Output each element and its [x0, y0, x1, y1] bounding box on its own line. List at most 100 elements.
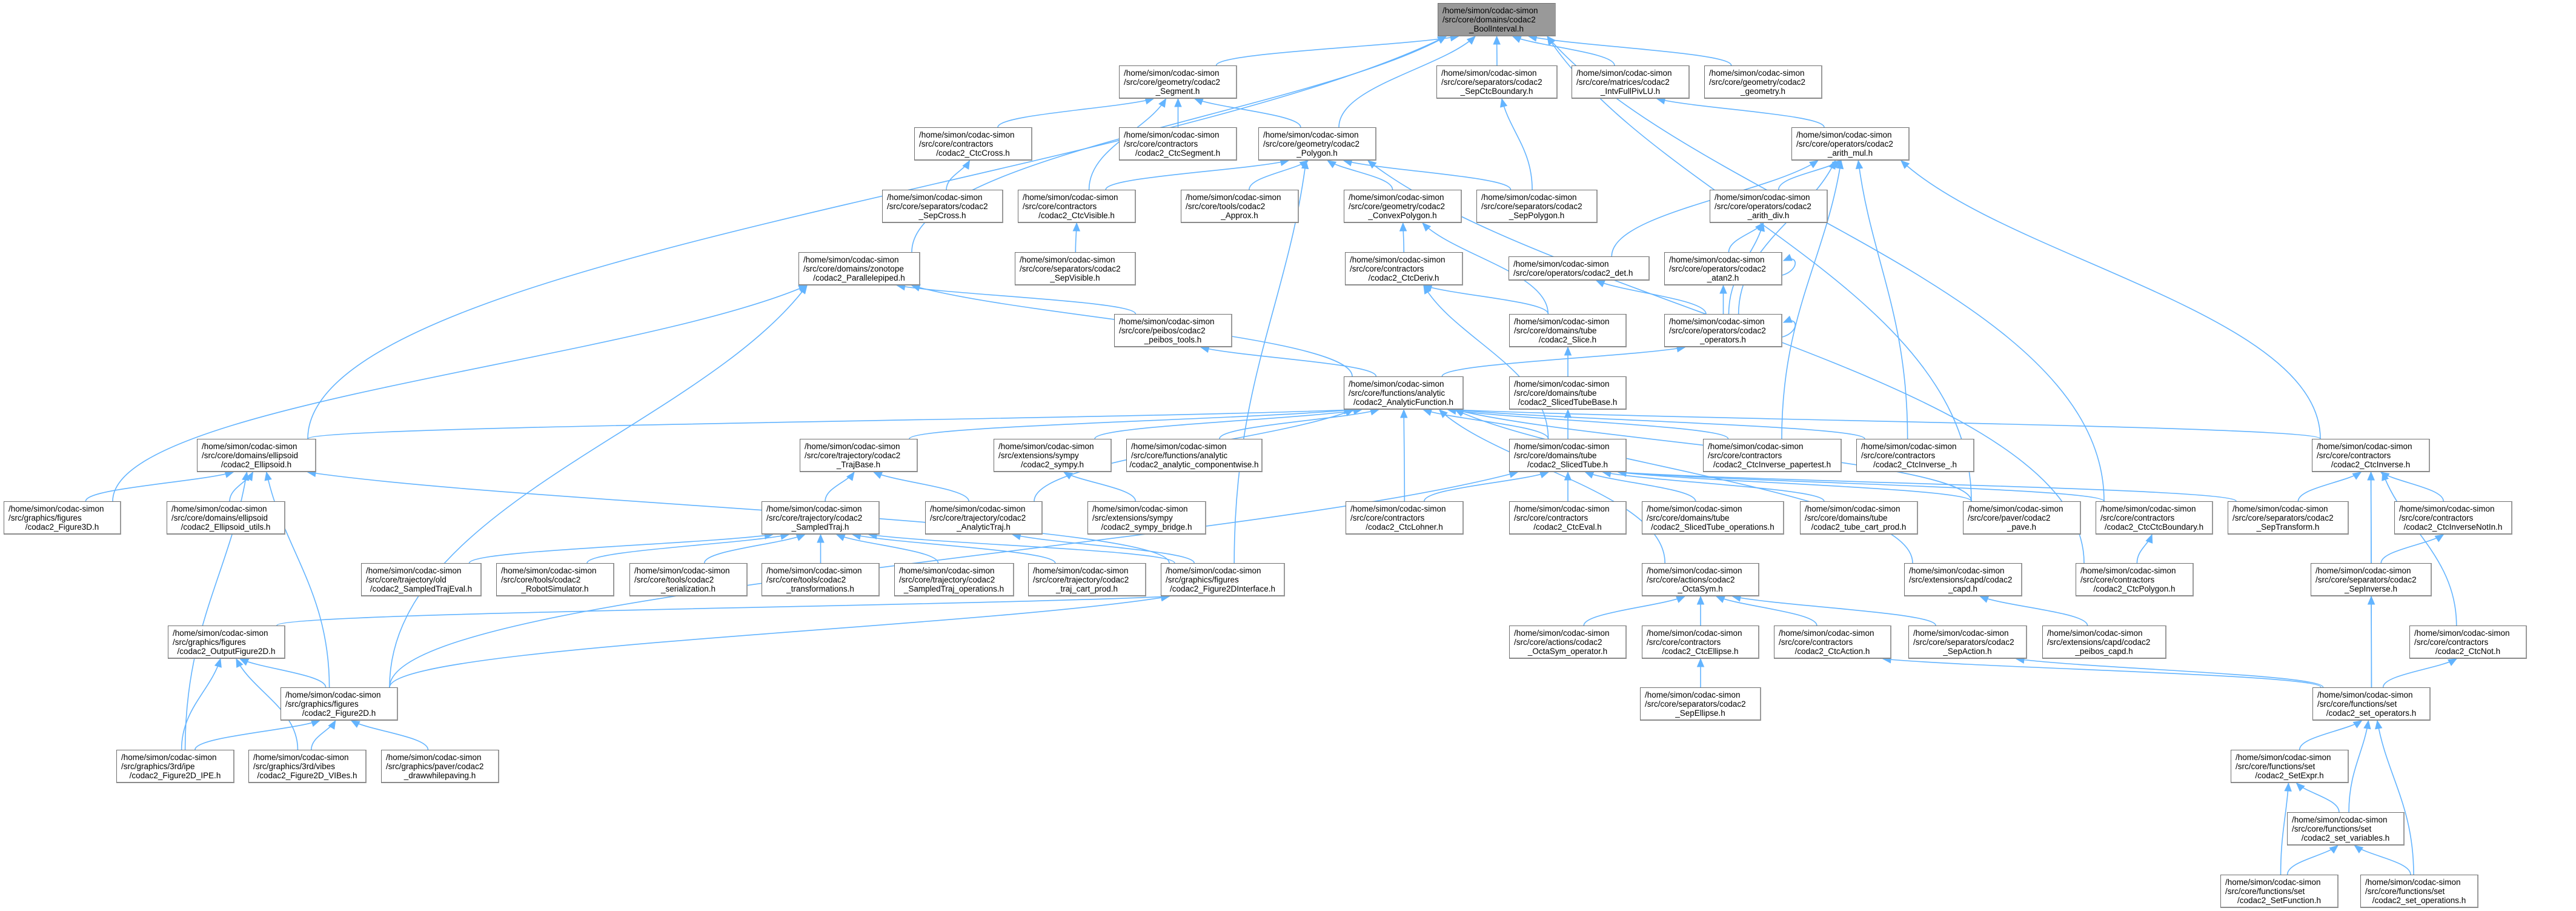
- node-analytic-function[interactable]: /home/simon/codac-simon/src/core/functio…: [1344, 376, 1464, 410]
- node-sampled-traj-operations[interactable]: /home/simon/codac-simon/src/core/traject…: [894, 563, 1014, 596]
- node-ellipsoid[interactable]: /home/simon/codac-simon/src/core/domains…: [197, 439, 316, 472]
- node-intv-full-piv-lu[interactable]: /home/simon/codac-simon/src/core/matrice…: [1572, 65, 1690, 99]
- node-peibos-tools[interactable]: /home/simon/codac-simon/src/core/peibos/…: [1114, 314, 1232, 347]
- edge-figure2-dinterface-to-sampled-traj: [869, 534, 1175, 564]
- node-geometry[interactable]: /home/simon/codac-simon/src/core/geometr…: [1704, 65, 1822, 99]
- node-parallelepiped[interactable]: /home/simon/codac-simon/src/core/domains…: [798, 252, 920, 285]
- node-det[interactable]: /home/simon/codac-simon/src/core/operato…: [1509, 256, 1650, 281]
- node-approx[interactable]: /home/simon/codac-simon/src/core/tools/c…: [1181, 190, 1299, 223]
- node-ctc-cross[interactable]: /home/simon/codac-simon/src/core/contrac…: [914, 127, 1032, 161]
- node-sliced-tube-operations[interactable]: /home/simon/codac-simon/src/core/domains…: [1642, 501, 1784, 535]
- node-sep-inverse[interactable]: /home/simon/codac-simon/src/core/separat…: [2311, 563, 2432, 596]
- node-sep-action[interactable]: /home/simon/codac-simon/src/core/separat…: [1908, 626, 2027, 659]
- node-sliced-tube-base[interactable]: /home/simon/codac-simon/src/core/domains…: [1509, 376, 1627, 410]
- edge-sep-polygon-to-sep-ctc-boundary: [1501, 98, 1533, 190]
- node-arith-div[interactable]: /home/simon/codac-simon/src/core/operato…: [1710, 190, 1828, 223]
- edge-arrowhead: [2363, 719, 2371, 730]
- node-transformations[interactable]: /home/simon/codac-simon/src/core/tools/c…: [762, 563, 880, 596]
- node-label-line: /src/core/geometry/codac2: [1349, 202, 1446, 211]
- edge-arrowhead: [1193, 98, 1204, 105]
- node-tube-cart-prod[interactable]: /home/simon/codac-simon/src/core/domains…: [1800, 501, 1918, 535]
- node-robot-simulator[interactable]: /home/simon/codac-simon/src/core/tools/c…: [496, 563, 614, 596]
- node-sep-visible[interactable]: /home/simon/codac-simon/src/core/separat…: [1015, 252, 1136, 285]
- node-figure2-d-ipe[interactable]: /home/simon/codac-simon/src/graphics/3rd…: [116, 750, 234, 783]
- node-label-line: /src/core/separators/codac2: [1020, 264, 1121, 273]
- node-set-operations[interactable]: /home/simon/codac-simon/src/core/functio…: [2360, 875, 2478, 908]
- node-label-line: /src/graphics/paver/codac2: [386, 762, 484, 771]
- node-ctc-ctc-boundary[interactable]: /home/simon/codac-simon/src/core/contrac…: [2096, 501, 2213, 535]
- node-bool-interval[interactable]: /home/simon/codac-simon/src/core/domains…: [1438, 3, 1556, 36]
- node-convex-polygon[interactable]: /home/simon/codac-simon/src/core/geometr…: [1344, 190, 1462, 223]
- node-output-figure2-d[interactable]: /home/simon/codac-simon/src/graphics/fig…: [168, 626, 285, 659]
- node-ctc-inverse-not-in[interactable]: /home/simon/codac-simon/src/core/contrac…: [2394, 501, 2512, 535]
- node-ctc-ellipse[interactable]: /home/simon/codac-simon/src/core/contrac…: [1642, 626, 1759, 659]
- node-sympy-bridge[interactable]: /home/simon/codac-simon/src/extensions/s…: [1087, 501, 1206, 535]
- node-set-expr[interactable]: /home/simon/codac-simon/src/core/functio…: [2231, 750, 2349, 783]
- node-sep-cross[interactable]: /home/simon/codac-simon/src/core/separat…: [882, 190, 1003, 223]
- node-label-line: /codac2_Figure2DInterface.h: [1169, 584, 1276, 593]
- node-ctc-inverse[interactable]: /home/simon/codac-simon/src/core/contrac…: [2312, 439, 2430, 472]
- node-analytic-traj[interactable]: /home/simon/codac-simon/src/core/traject…: [925, 501, 1043, 535]
- node-arith-mul[interactable]: /home/simon/codac-simon/src/core/operato…: [1791, 127, 1910, 161]
- node-set-operators[interactable]: /home/simon/codac-simon/src/core/functio…: [2312, 687, 2431, 721]
- node-label-line: _peibos_capd.h: [2075, 647, 2133, 656]
- node-label-line: /src/core/separators/codac2: [2232, 513, 2334, 522]
- edge-figure2-d-ipe-to-figure2-d: [194, 720, 320, 750]
- node-label-line: /home/simon/codac-simon: [2414, 629, 2510, 638]
- node-segment[interactable]: /home/simon/codac-simon/src/core/geometr…: [1119, 65, 1237, 99]
- node-ctc-eval[interactable]: /home/simon/codac-simon/src/core/contrac…: [1509, 501, 1627, 535]
- node-ctc-segment[interactable]: /home/simon/codac-simon/src/core/contrac…: [1119, 127, 1237, 161]
- node-sampled-traj-eval[interactable]: /home/simon/codac-simon/src/core/traject…: [361, 563, 482, 596]
- node-ctc-inverse-[interactable]: /home/simon/codac-simon/src/core/contrac…: [1856, 439, 1974, 472]
- node-figure2-d[interactable]: /home/simon/codac-simon/src/graphics/fig…: [281, 687, 398, 721]
- node-label-line: /codac2_CtcNot.h: [2435, 647, 2501, 656]
- edge-arrowhead: [798, 284, 808, 295]
- node-label-line: /src/core/contractors: [2317, 451, 2391, 460]
- node-figure2-d-vibes[interactable]: /home/simon/codac-simon/src/graphics/3rd…: [248, 750, 367, 783]
- edge-arrowhead: [1782, 315, 1793, 323]
- edge-arrowhead: [1422, 222, 1432, 232]
- node-octa-sym-operator[interactable]: /home/simon/codac-simon/src/core/actions…: [1509, 626, 1627, 659]
- node-slice[interactable]: /home/simon/codac-simon/src/core/domains…: [1509, 314, 1627, 347]
- node-label-line: _Segment.h: [1155, 87, 1200, 96]
- node-ctc-lohner[interactable]: /home/simon/codac-simon/src/core/contrac…: [1346, 501, 1464, 535]
- node-sampled-traj[interactable]: /home/simon/codac-simon/src/core/traject…: [762, 501, 880, 535]
- node-label-line: _arith_mul.h: [1827, 148, 1873, 158]
- node-label-line: /home/simon/codac-simon: [173, 629, 268, 638]
- edge-arrowhead: [264, 471, 272, 481]
- node-componentwise[interactable]: /home/simon/codac-simon/src/core/functio…: [1126, 439, 1263, 472]
- edge-arrowhead: [2145, 533, 2153, 544]
- node-set-function[interactable]: /home/simon/codac-simon/src/core/functio…: [2220, 875, 2339, 908]
- node-ctc-polygon[interactable]: /home/simon/codac-simon/src/core/contrac…: [2076, 563, 2194, 596]
- node-label-line: _Polygon.h: [1296, 148, 1338, 158]
- node-traj-base[interactable]: /home/simon/codac-simon/src/core/traject…: [800, 439, 918, 472]
- node-octa-sym[interactable]: /home/simon/codac-simon/src/core/actions…: [1642, 563, 1759, 596]
- node-sympy[interactable]: /home/simon/codac-simon/src/extensions/s…: [994, 439, 1112, 472]
- node-figure2-dinterface[interactable]: /home/simon/codac-simon/src/graphics/fig…: [1161, 563, 1285, 596]
- node-sep-ctc-boundary[interactable]: /home/simon/codac-simon/src/core/separat…: [1436, 65, 1558, 99]
- node-operators[interactable]: /home/simon/codac-simon/src/core/operato…: [1664, 314, 1782, 347]
- node-drawwhilepaving[interactable]: /home/simon/codac-simon/src/graphics/pav…: [381, 750, 499, 783]
- edge-arrowhead: [795, 534, 806, 541]
- node-sliced-tube[interactable]: /home/simon/codac-simon/src/core/domains…: [1509, 439, 1627, 472]
- node-sep-ellipse[interactable]: /home/simon/codac-simon/src/core/separat…: [1640, 687, 1761, 721]
- node-ctc-action[interactable]: /home/simon/codac-simon/src/core/contrac…: [1774, 626, 1891, 659]
- node-ellipsoid-utils[interactable]: /home/simon/codac-simon/src/core/domains…: [167, 501, 285, 535]
- node-label-line: /home/simon/codac-simon: [285, 690, 381, 699]
- node-polygon[interactable]: /home/simon/codac-simon/src/core/geometr…: [1258, 127, 1376, 161]
- node-ctc-deriv[interactable]: /home/simon/codac-simon/src/core/contrac…: [1345, 252, 1463, 285]
- node-pave[interactable]: /home/simon/codac-simon/src/core/paver/c…: [1963, 501, 2081, 535]
- node-serialization[interactable]: /home/simon/codac-simon/src/core/tools/c…: [629, 563, 748, 596]
- node-ctc-visible[interactable]: /home/simon/codac-simon/src/core/contrac…: [1018, 190, 1136, 223]
- node-figure3-d[interactable]: /home/simon/codac-simon/src/graphics/fig…: [4, 501, 121, 535]
- edge-ctc-inverse-papertest-to-analytic-function: [1447, 409, 1729, 439]
- node-ctc-inverse-papertest[interactable]: /home/simon/codac-simon/src/core/contrac…: [1703, 439, 1842, 472]
- node-set-variables[interactable]: /home/simon/codac-simon/src/core/functio…: [2287, 812, 2405, 846]
- node-atan2[interactable]: /home/simon/codac-simon/src/core/operato…: [1664, 252, 1782, 285]
- node-traj-cart-prod[interactable]: /home/simon/codac-simon/src/core/traject…: [1028, 563, 1146, 596]
- node-ctc-not[interactable]: /home/simon/codac-simon/src/core/contrac…: [2409, 626, 2527, 659]
- node-peibos-capd[interactable]: /home/simon/codac-simon/src/extensions/c…: [2042, 626, 2166, 659]
- node-sep-polygon[interactable]: /home/simon/codac-simon/src/core/separat…: [1476, 190, 1598, 223]
- node-capd[interactable]: /home/simon/codac-simon/src/extensions/c…: [1904, 563, 2022, 596]
- node-sep-transform[interactable]: /home/simon/codac-simon/src/core/separat…: [2228, 501, 2349, 535]
